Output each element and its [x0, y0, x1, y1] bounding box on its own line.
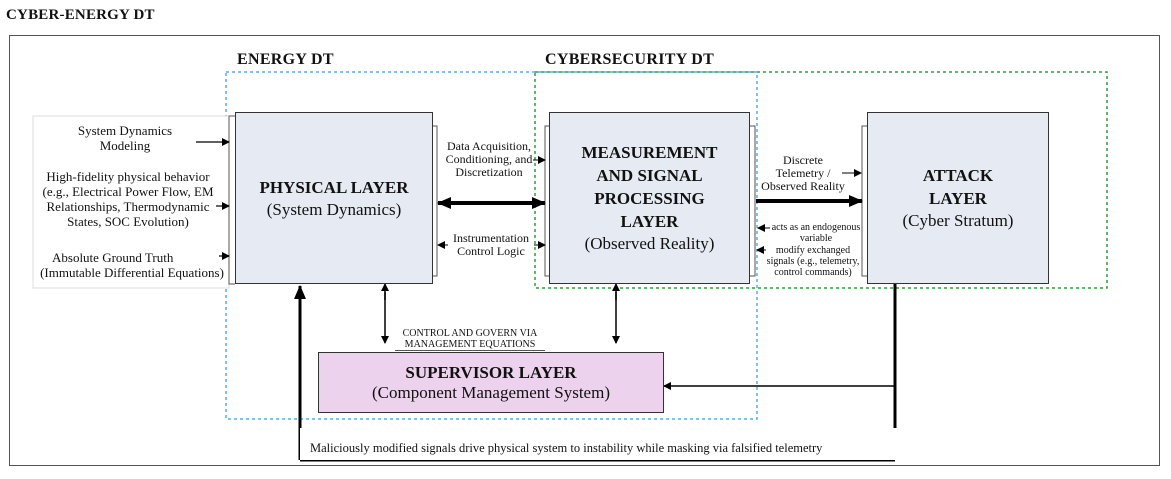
physical-layer-title: PHYSICAL LAYER: [259, 177, 409, 197]
inputs-panel: [32, 115, 230, 289]
control-govern-label: CONTROL AND GOVERN VIA MANAGEMENT EQUATI…: [395, 328, 545, 351]
bracket-physical: [228, 115, 235, 285]
input-system-dynamics: System Dynamics Modeling: [77, 123, 173, 153]
bottom-text-bg: [300, 428, 900, 460]
input-ground-truth-sub: (Immutable Differential Equations): [40, 265, 224, 280]
physical-layer-box: PHYSICAL LAYER (System Dynamics): [235, 112, 433, 284]
outer-frame: [9, 35, 1160, 466]
attack-layer-title: ATTACK LAYER: [922, 166, 994, 208]
cybersecurity-dt-label: CYBERSECURITY DT: [545, 51, 715, 68]
modify-signals-label: modify exchanged signals (e.g., telemetr…: [766, 245, 860, 278]
attack-layer-box: ATTACK LAYER (Cyber Stratum): [867, 112, 1049, 284]
measurement-layer-subtitle: (Observed Reality): [584, 234, 715, 253]
input-ground-truth: Absolute Ground Truth: [52, 250, 174, 265]
cybersecurity-dt-region: [534, 71, 1108, 289]
bracket-measurement-right: [750, 125, 756, 277]
measurement-layer-title: MEASUREMENT AND SIGNAL PROCESSING LAYER: [581, 143, 718, 231]
diagram-title: CYBER-ENERGY DT: [6, 7, 155, 23]
bracket-physical-right: [433, 125, 438, 277]
endogenous-label: acts as an endogenous variable: [771, 222, 861, 244]
measurement-layer-box: MEASUREMENT AND SIGNAL PROCESSING LAYER …: [549, 112, 750, 284]
input-high-fidelity: High-fidelity physical behavior (e.g., E…: [42, 169, 214, 229]
supervisor-layer-box: SUPERVISOR LAYER (Component Management S…: [318, 352, 664, 413]
instrumentation-label: Instrumentation Control Logic: [453, 231, 529, 258]
data-acquisition-label: Data Acquisition, Conditioning, and Disc…: [445, 139, 533, 179]
discrete-telemetry-label: Discrete Telemetry / Observed Reality: [761, 153, 845, 193]
supervisor-layer-title: SUPERVISOR LAYER: [405, 362, 577, 382]
bottom-caption: Maliciously modified signals drive physi…: [310, 441, 823, 455]
supervisor-layer-subtitle: (Component Management System): [372, 382, 610, 402]
energy-dt-region: [225, 71, 758, 420]
energy-dt-label: ENERGY DT: [237, 51, 334, 68]
physical-layer-subtitle: (System Dynamics): [266, 199, 402, 219]
attack-layer-subtitle: (Cyber Stratum): [902, 211, 1014, 230]
